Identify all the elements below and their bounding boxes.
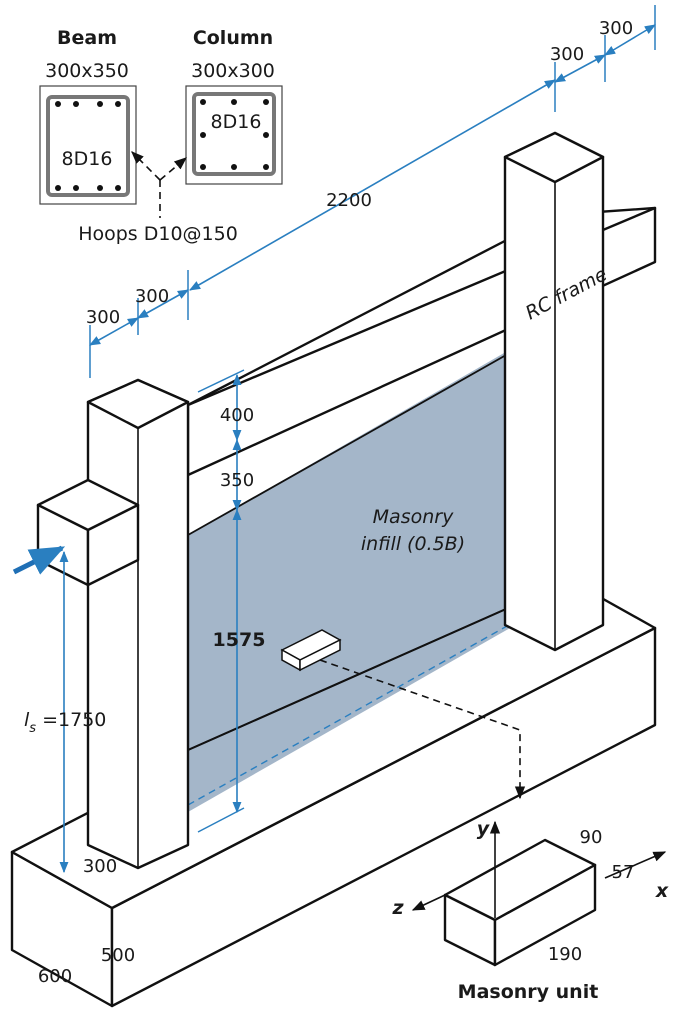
loading-arrow (12, 545, 66, 575)
axis-x-label: x (655, 880, 669, 902)
dim-infill-1575: 1575 (213, 629, 266, 651)
column-section (185, 85, 283, 185)
masonry-unit-label: Masonry unit (458, 981, 599, 1003)
right-column (503, 131, 605, 652)
dim-left-300b: 300 (135, 286, 169, 307)
dim-unit-190: 190 (548, 944, 582, 965)
dim-foundation-500: 500 (101, 945, 135, 966)
axis-y-label: y (477, 818, 491, 840)
hoops-label: Hoops D10@150 (78, 223, 238, 245)
infill-label-line1: Masonry (373, 506, 454, 528)
dim-unit-90: 90 (580, 827, 603, 848)
dim-top-right-300b: 300 (599, 18, 633, 39)
masonry-infill (187, 335, 538, 812)
dim-span-2200: 2200 (326, 190, 372, 211)
dim-left-300a: 300 (86, 307, 120, 328)
dim-beam-400: 400 (220, 405, 254, 426)
masonry-unit (443, 838, 597, 967)
beam-title: Beam (57, 27, 117, 49)
beam-size: 300x350 (45, 60, 129, 82)
beam-section (39, 85, 137, 205)
beam-rebar: 8D16 (62, 148, 113, 170)
axis-z-label: z (391, 897, 404, 919)
dim-column-base-300: 300 (83, 856, 117, 877)
column-title: Column (193, 27, 273, 49)
dim-beam-350: 350 (220, 470, 254, 491)
dimension-lines (59, 5, 656, 874)
column-rebar: 8D16 (211, 111, 262, 133)
column-size: 300x300 (191, 60, 275, 82)
dim-top-right-300a: 300 (550, 44, 584, 65)
ls-label: ls =1750 (24, 709, 106, 736)
dim-foundation-600: 600 (38, 966, 72, 987)
hoops-leader (131, 151, 187, 218)
left-column (86, 378, 190, 870)
brick-in-wall (280, 629, 342, 672)
infill-label-line2: infill (0.5B) (361, 533, 465, 555)
dim-unit-57: 57 (612, 862, 635, 883)
